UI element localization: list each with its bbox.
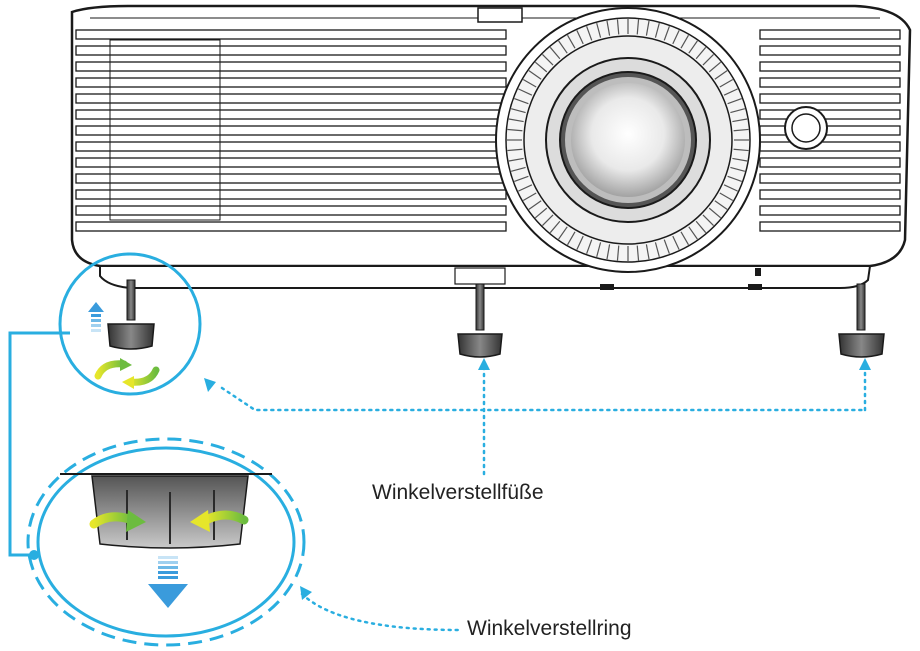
ring-label: Winkelverstellring — [467, 617, 632, 640]
ring-callout-line — [300, 586, 462, 632]
vent-slats — [75, 29, 901, 232]
zoom-connector-line — [8, 331, 70, 557]
ring-rotate-right-icon — [190, 510, 249, 532]
ring-rotate-left-icon — [89, 510, 146, 532]
foot-zoom-callout — [58, 252, 202, 396]
rotate-arrows-icon — [94, 358, 160, 389]
feet-label: Winkelverstellfüße — [372, 481, 544, 504]
feet-callout-lines — [220, 366, 867, 476]
lens-assembly — [495, 7, 761, 273]
ir-sensor — [784, 106, 828, 150]
down-arrow-icon — [148, 556, 188, 608]
center-adjustment-foot — [457, 283, 503, 358]
right-adjustment-foot — [838, 283, 885, 358]
feet-callout-arrowheads — [204, 358, 871, 392]
up-arrow-icon — [88, 302, 104, 332]
ring-detail-callout — [26, 437, 306, 647]
left-adjustment-foot — [107, 279, 155, 350]
